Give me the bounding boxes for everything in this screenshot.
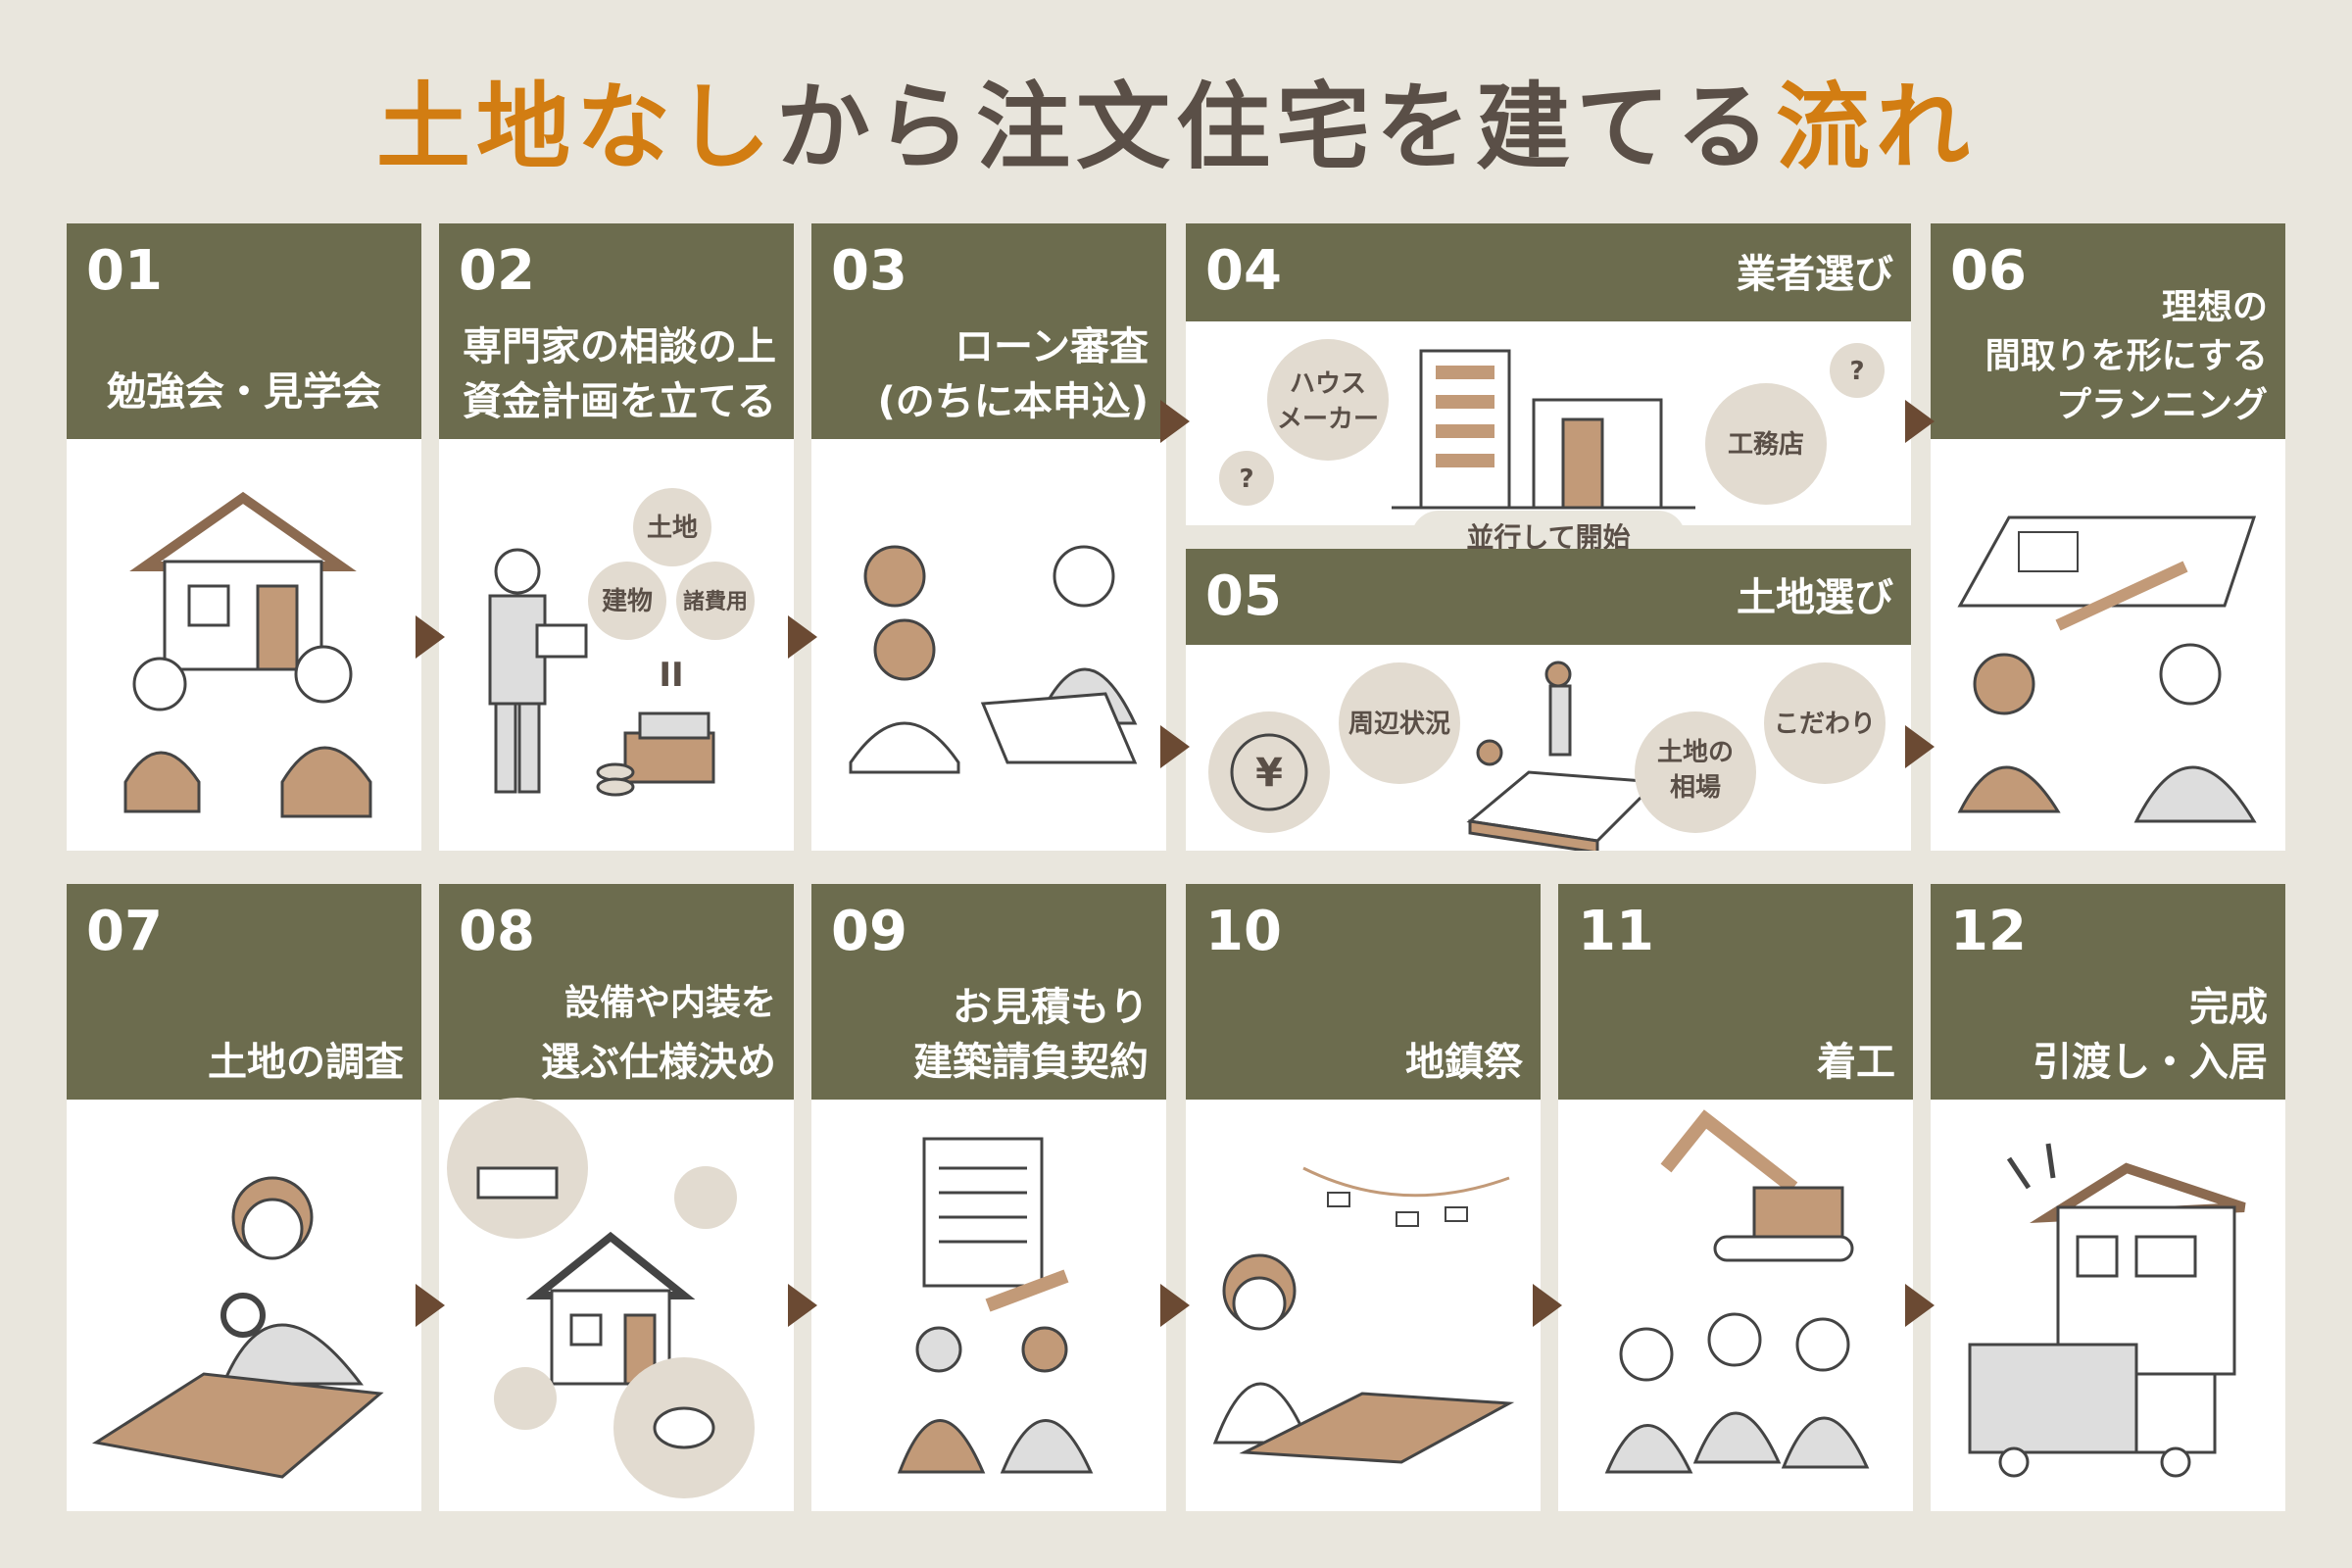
- bubble-preferences: こだわり: [1774, 710, 1876, 739]
- flow-arrow: [1905, 400, 1935, 443]
- flow-arrow: [1160, 1284, 1190, 1327]
- flow-arrow: [1160, 400, 1190, 443]
- flow-arrow: [1905, 1284, 1935, 1327]
- step-number: 07: [86, 900, 163, 963]
- step-header: 11 着工: [1558, 884, 1913, 1100]
- step-label-line2: 建築請負契約: [913, 1040, 1149, 1085]
- step-card-05: 05 土地選び ¥ 周辺状況 土地の 相場 こだわり: [1186, 549, 1911, 851]
- planning-illustration: [1957, 515, 2257, 823]
- step-label-line2: 引渡し・入居: [2033, 1040, 2268, 1085]
- step-header: 09 お見積もり 建築請負契約: [811, 884, 1166, 1100]
- step-label-line1: お見積もり: [953, 985, 1149, 1030]
- step-card-02: 02 専門家の相談の上 資金計画を立てる 土地 建物 諸費用 II: [439, 223, 794, 851]
- bubble-land-price-1: 土地の: [1657, 738, 1734, 767]
- step-label-line2: 資金計画を立てる: [463, 379, 776, 424]
- bubble-contractor: 工務店: [1728, 430, 1804, 460]
- step-number: 04: [1205, 239, 1282, 303]
- flow-arrow: [1905, 725, 1935, 768]
- flow-arrow: [416, 1284, 445, 1327]
- flow-arrow: [788, 1284, 817, 1327]
- equal-sign: II: [659, 656, 683, 695]
- step-card-03: 03 ローン審査 (のちに本申込): [811, 223, 1166, 851]
- step-number: 03: [831, 239, 907, 303]
- question-mark: ?: [1849, 357, 1864, 386]
- step-header: 03 ローン審査 (のちに本申込): [811, 223, 1166, 439]
- step-header: 05 土地選び: [1186, 549, 1911, 645]
- funding-illustration: 土地 建物 諸費用 II: [488, 488, 755, 797]
- step-number: 11: [1578, 900, 1654, 963]
- contract-illustration: [897, 1137, 1094, 1474]
- step-label-line1: 土地の調査: [208, 1040, 404, 1085]
- step-label-line1: 専門家の相談の上: [463, 324, 776, 369]
- step-label-line1: 業者選び: [1737, 252, 1893, 297]
- step-header: 02 専門家の相談の上 資金計画を立てる: [439, 223, 794, 439]
- step-header: 08 設備や内装を 選ぶ仕様決め: [439, 884, 794, 1100]
- flow-arrow: [788, 615, 817, 659]
- step-label-line2: 選ぶ仕様決め: [541, 1040, 776, 1085]
- step-header: 10 地鎮祭: [1186, 884, 1541, 1100]
- flow-arrow: [1160, 725, 1190, 768]
- page-title: 土地なしから注文住宅を建てる流れ: [376, 73, 1976, 182]
- loan-illustration: [849, 545, 1138, 774]
- step-number: 02: [459, 239, 535, 303]
- spec-illustration: [447, 1098, 755, 1498]
- step-number: 06: [1950, 239, 2027, 303]
- step-header: 12 完成 引渡し・入居: [1931, 884, 2285, 1100]
- step-card-07: 07 土地の調査: [67, 884, 421, 1511]
- step-card-06: 06 理想の 間取りを形にする プランニング: [1931, 223, 2285, 851]
- step-number: 01: [86, 239, 163, 303]
- land-illustration: ¥ 周辺状況 土地の 相場 こだわり: [1208, 661, 1886, 851]
- step-number: 05: [1205, 564, 1282, 628]
- step-header: 06 理想の 間取りを形にする プランニング: [1931, 223, 2285, 439]
- construction-illustration: [1604, 1109, 1870, 1474]
- step-number: 10: [1205, 900, 1282, 963]
- step-card-09: 09 お見積もり 建築請負契約: [811, 884, 1166, 1511]
- ceremony-illustration: [1212, 1166, 1515, 1464]
- step-label-line1: 着工: [1817, 1040, 1895, 1085]
- step-number: 08: [459, 900, 535, 963]
- step-label-line1: 土地選び: [1737, 575, 1893, 620]
- seminar-illustration: [123, 491, 372, 818]
- step-card-01: 01 勉強会・見学会: [67, 223, 421, 851]
- step-card-10: 10 地鎮祭: [1186, 884, 1541, 1511]
- step-card-04: 04 業者選び ハウス メーカー ? 工務店 ?: [1186, 223, 1911, 525]
- step-label-line2: (のちに本申込): [877, 379, 1149, 424]
- bubble-house-maker-2: メーカー: [1277, 405, 1379, 434]
- yen-icon: ¥: [1255, 751, 1283, 796]
- step-header: 01 勉強会・見学会: [67, 223, 421, 439]
- step-number: 12: [1950, 900, 2027, 963]
- handover-illustration: [1968, 1143, 2246, 1478]
- bubble-house-maker-1: ハウス: [1290, 369, 1366, 399]
- question-mark: ?: [1239, 465, 1253, 494]
- step-number: 09: [831, 900, 907, 963]
- step-label-line3: プランニング: [2055, 385, 2268, 425]
- step-header: 07 土地の調査: [67, 884, 421, 1100]
- bubble-land: 土地: [647, 514, 698, 543]
- step-label-line1: ローン審査: [955, 324, 1149, 369]
- survey-illustration: [91, 1176, 384, 1479]
- bubble-surroundings: 周辺状況: [1348, 710, 1450, 739]
- step-label-line1: 地鎮祭: [1405, 1040, 1523, 1085]
- step-label-line1: 勉強会・見学会: [107, 369, 381, 415]
- step-label-line1: 設備や内装を: [564, 983, 776, 1023]
- step-card-12: 12 完成 引渡し・入居: [1931, 884, 2285, 1511]
- step-label-line1: 理想の: [2161, 287, 2268, 327]
- step-label-line1: 完成: [2189, 985, 2268, 1030]
- step-card-08: 08 設備や内装を 選ぶ仕様決め: [439, 884, 794, 1511]
- bubble-building: 建物: [602, 587, 653, 616]
- flow-arrow: [1533, 1284, 1562, 1327]
- step-card-11: 11 着工: [1558, 884, 1913, 1511]
- bubble-land-price-2: 相場: [1670, 773, 1721, 803]
- step-label-line2: 間取りを形にする: [1984, 336, 2268, 376]
- step-header: 04 業者選び: [1186, 223, 1911, 321]
- builder-illustration: ハウス メーカー ? 工務店 ?: [1219, 339, 1885, 510]
- flow-arrow: [416, 615, 445, 659]
- bubble-costs: 諸費用: [683, 589, 748, 614]
